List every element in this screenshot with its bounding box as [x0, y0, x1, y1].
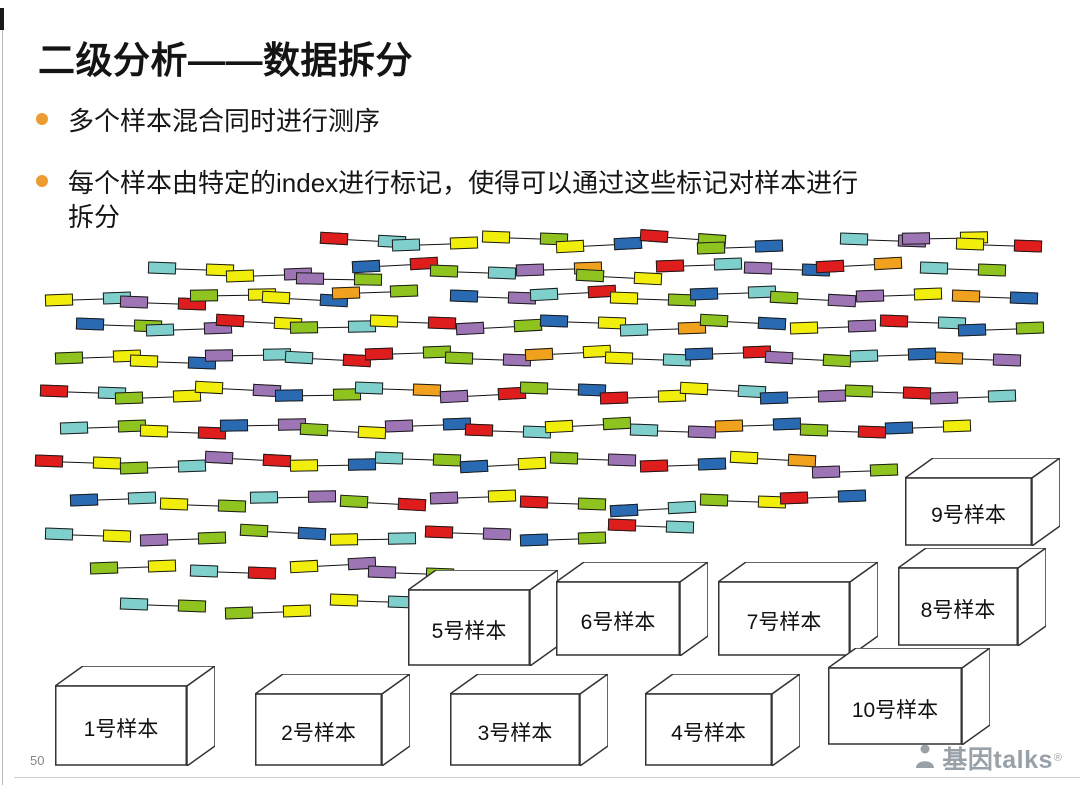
sample-box-label: 8号样本: [920, 599, 996, 622]
logo-icon: [913, 742, 937, 775]
sample-box-5: 8号样本: [898, 548, 1046, 646]
sample-box-label: 1号样本: [83, 718, 159, 741]
sample-box-9: 3号样本: [450, 674, 608, 766]
sample-box-3: 7号样本: [718, 562, 878, 656]
footer-divider: [14, 777, 1080, 778]
page-title: 二级分析——数据拆分: [38, 40, 413, 81]
sample-box-label: 9号样本: [931, 504, 1006, 527]
bullet-text: 多个样本混合同时进行测序: [68, 106, 381, 136]
page-number: 50: [30, 753, 45, 768]
footer-logo: 基因talks ®: [913, 740, 1062, 776]
sample-box-label: 2号样本: [281, 722, 356, 745]
sample-box-7: 1号样本: [55, 666, 215, 766]
bullet-item: 每个样本由特定的index进行标记，使得可以通过这些标记对样本进行 拆分: [36, 166, 858, 235]
slide-edge-line: [2, 30, 3, 785]
sample-box-label: 4号样本: [671, 722, 746, 745]
sample-box-8: 2号样本: [255, 674, 410, 766]
logo-registered-mark: ®: [1053, 752, 1062, 764]
bullet-item: 多个样本混合同时进行测序: [36, 104, 380, 138]
slide-edge-tick: [0, 8, 4, 30]
bullet-dot: [36, 113, 48, 125]
sample-box-10: 4号样本: [645, 674, 800, 766]
sample-box-label: 7号样本: [746, 611, 822, 634]
bullet-text: 每个样本由特定的index进行标记，使得可以通过这些标记对样本进行 拆分: [68, 168, 859, 233]
sample-box-6: 10号样本: [828, 648, 990, 745]
sample-box-label: 6号样本: [580, 611, 656, 634]
bullet-dot: [36, 175, 48, 187]
sample-box-label: 5号样本: [431, 620, 507, 643]
sample-box-1: 5号样本: [408, 570, 558, 666]
sample-box-label: 3号样本: [477, 722, 553, 745]
logo-text: 基因talks: [942, 746, 1053, 774]
sample-box-4: 9号样本: [905, 458, 1060, 546]
sample-box-2: 6号样本: [556, 562, 708, 656]
sample-box-label: 10号样本: [851, 698, 939, 722]
